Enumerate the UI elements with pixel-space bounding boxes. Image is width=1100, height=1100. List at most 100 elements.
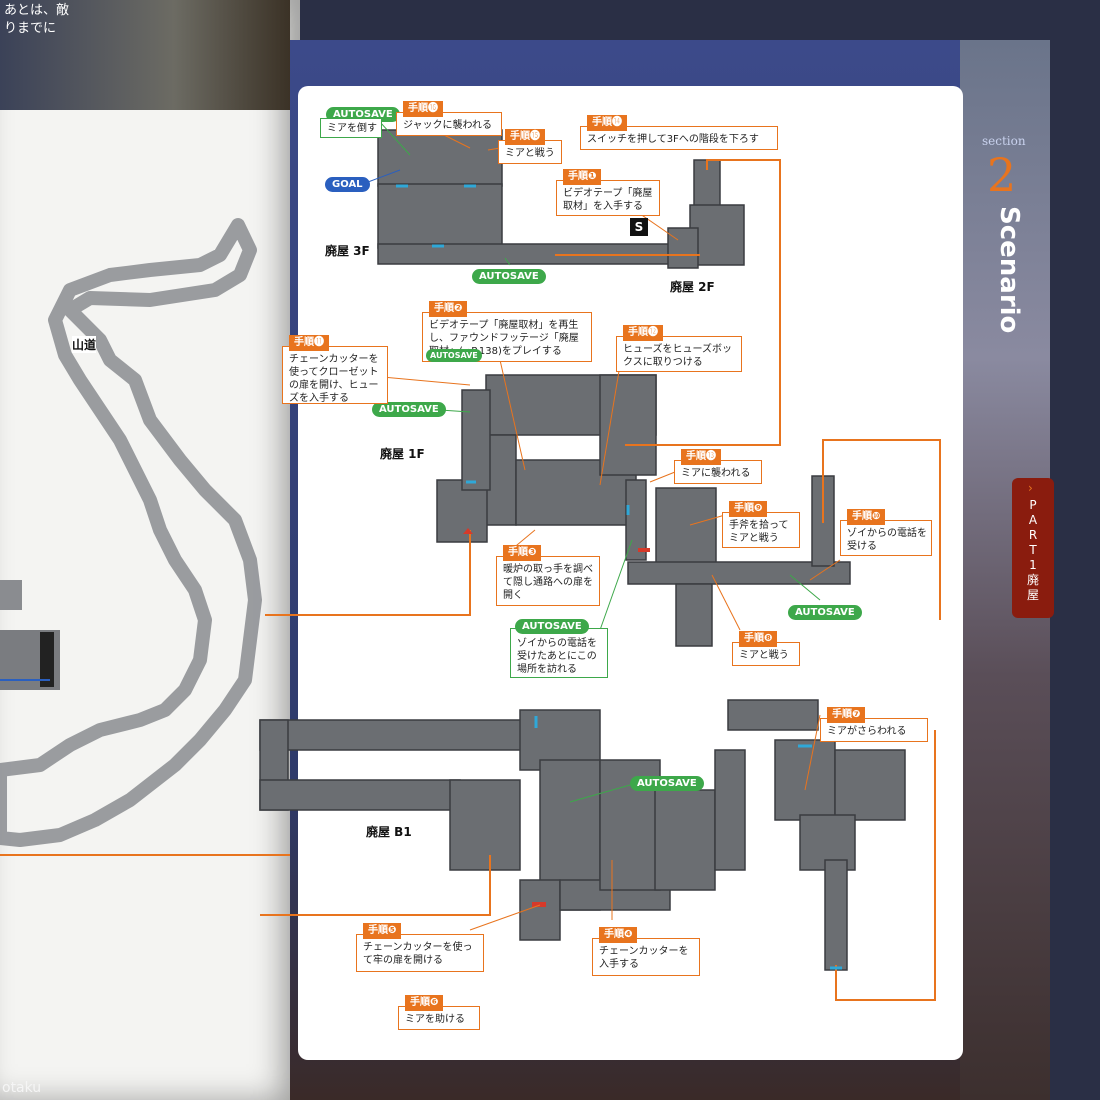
floor-1f-label: 廃屋 1F [380, 445, 425, 462]
step-9-callout: 手順❾ 手斧を拾ってミアと戦う [722, 501, 800, 548]
3f-room [377, 129, 503, 187]
b1-stair-room [824, 859, 848, 971]
part-label: P A R T 1 廃 屋 [1022, 498, 1044, 603]
connector-1f-b1 [265, 530, 471, 616]
left-top-text: あとは、敵 りまでに [4, 2, 69, 38]
watermark: otaku [2, 1080, 42, 1096]
part-char: 1 [1029, 558, 1037, 572]
step-text: ビデオテープ「廃屋取材」を入手する [563, 188, 653, 212]
b1-room [449, 779, 521, 871]
step-12-callout: 手順⓬ ヒューズをヒューズボックスに取りつける [616, 325, 742, 372]
connector-b1-right [835, 730, 936, 1001]
floor-3f-label: 廃屋 3F [325, 242, 370, 259]
step-tag: 手順⓬ [623, 325, 663, 341]
1f-room [655, 487, 717, 564]
step-5-callout: 手順❺ チェーンカッターを使って牢の扉を開ける [356, 923, 484, 972]
autosave-badge: AUTOSAVE [472, 269, 546, 284]
step-tag: 手順❶ [563, 169, 602, 185]
road-label: 山道 [72, 336, 97, 353]
1f-room [675, 583, 713, 647]
step-tag: 手順❿ [847, 509, 886, 525]
step-tag: 手順⓫ [289, 335, 329, 351]
b1-corridor [259, 779, 461, 811]
start-marker: S [630, 218, 648, 236]
connector-b1-left [260, 855, 491, 916]
part-char: A [1028, 513, 1038, 527]
step-tag: 手順❾ [729, 501, 768, 517]
step-tag: 手順❻ [405, 995, 444, 1011]
b1-room [834, 749, 906, 821]
part-char: 廃 [1026, 573, 1039, 587]
autosave-note-text: ゾイからの電話を受けたあとにこの場所を訪れる [517, 638, 597, 675]
step-15-callout: 手順⓯ ミアと戦う [498, 129, 562, 164]
step-tag: 手順⓮ [587, 115, 627, 131]
part-badge [1012, 478, 1054, 618]
step-4-callout: 手順❹ チェーンカッターを入手する [592, 927, 700, 976]
step-tag: 手順❹ [599, 927, 638, 943]
b1-room [727, 699, 819, 731]
1f-room [461, 389, 491, 491]
autosave-badge: AUTOSAVE [630, 776, 704, 791]
step-text: ミアと戦う [505, 148, 555, 159]
part-char: P [1029, 498, 1037, 512]
step-text: チェーンカッターを使って牢の扉を開ける [363, 942, 473, 966]
1f-room [625, 479, 647, 561]
step-tag: 手順❺ [363, 923, 402, 939]
step-3-callout: 手順❸ 暖炉の取っ手を調べて隠し通路への扉を開く [496, 545, 600, 606]
autosave-badge: AUTOSAVE [788, 605, 862, 620]
step-text: ゾイからの電話を受ける [847, 528, 927, 552]
step-tag: 手順⓰ [403, 101, 443, 117]
step-6-callout: 手順❻ ミアを助ける [398, 995, 480, 1030]
part-char: R [1028, 528, 1038, 542]
2f-room [667, 227, 699, 269]
autosave-note-text: ミアを倒す [327, 123, 377, 134]
step-text: スイッチを押して3Fへの階段を下ろす [587, 134, 759, 145]
autosave-badge: AUTOSAVE [372, 402, 446, 417]
1f-room [599, 374, 657, 476]
left-text-line-1: あとは、敵 [4, 3, 70, 18]
connector-2f-1f [625, 159, 781, 446]
part-char: T [1029, 543, 1037, 557]
b1-room [654, 789, 716, 891]
b1-corridor [259, 719, 531, 751]
step-14-callout: 手順⓮ スイッチを押して3Fへの階段を下ろす [580, 115, 778, 150]
step-text: チェーンカッターを入手する [599, 946, 689, 970]
3f-room [377, 183, 503, 249]
step-text: ミアがさらわれる [827, 726, 907, 737]
step-text: ミアに襲われる [681, 468, 751, 479]
step-tag: 手順⓯ [505, 129, 545, 145]
left-top-photo: あとは、敵 りまでに [0, 0, 290, 110]
step-16-callout: 手順⓰ ジャックに襲われる [396, 101, 502, 136]
step-text: ヒューズをヒューズボックスに取りつける [623, 344, 732, 368]
step-tag: 手順❸ [503, 545, 542, 561]
step-7-callout: 手順❼ ミアがさらわれる [820, 707, 928, 742]
step-tag: 手順❽ [739, 631, 778, 647]
floor-b1-label: 廃屋 B1 [366, 823, 412, 840]
step-text: チェーンカッターを使ってクローゼットの扉を開け、ヒューズを入手する [289, 354, 379, 404]
b1-room [774, 739, 836, 821]
b1-room [714, 749, 746, 871]
step-tag: 手順❼ [827, 707, 866, 723]
road-map [0, 218, 300, 856]
part-char: 屋 [1026, 588, 1039, 602]
step-text: ビデオテープ「廃屋取材」を再生し、ファウンドフッテージ「廃屋取材」(→P.138… [429, 320, 579, 357]
step-10-callout: 手順❿ ゾイからの電話を受ける [840, 509, 932, 556]
autosave-badge: AUTOSAVE [515, 619, 589, 634]
left-page: あとは、敵 りまでに 山道 [0, 0, 300, 1100]
step-tag: 手順❷ [429, 301, 468, 317]
goal-badge: GOAL [325, 177, 370, 192]
step-1-callout: 手順❶ ビデオテープ「廃屋取材」を入手する [556, 169, 660, 216]
section-number: 2 [987, 148, 1017, 202]
step-text: ミアを助ける [405, 1014, 465, 1025]
step-tag: 手順⓭ [681, 449, 721, 465]
connector-1f-stairs [822, 439, 941, 620]
left-text-line-2: りまでに [4, 21, 57, 36]
step-11-callout: 手順⓫ チェーンカッターを使ってクローゼットの扉を開け、ヒューズを入手する [282, 335, 388, 404]
step-text: ミアと戦う [739, 650, 789, 661]
exit-arrow-icon [463, 528, 473, 534]
step-13-callout: 手順⓭ ミアに襲われる [674, 449, 762, 484]
road-map-shape [0, 218, 262, 847]
step-text: 暖炉の取っ手を調べて隠し通路への扉を開く [503, 564, 593, 601]
autosave-note: ミアを倒す [320, 118, 382, 138]
